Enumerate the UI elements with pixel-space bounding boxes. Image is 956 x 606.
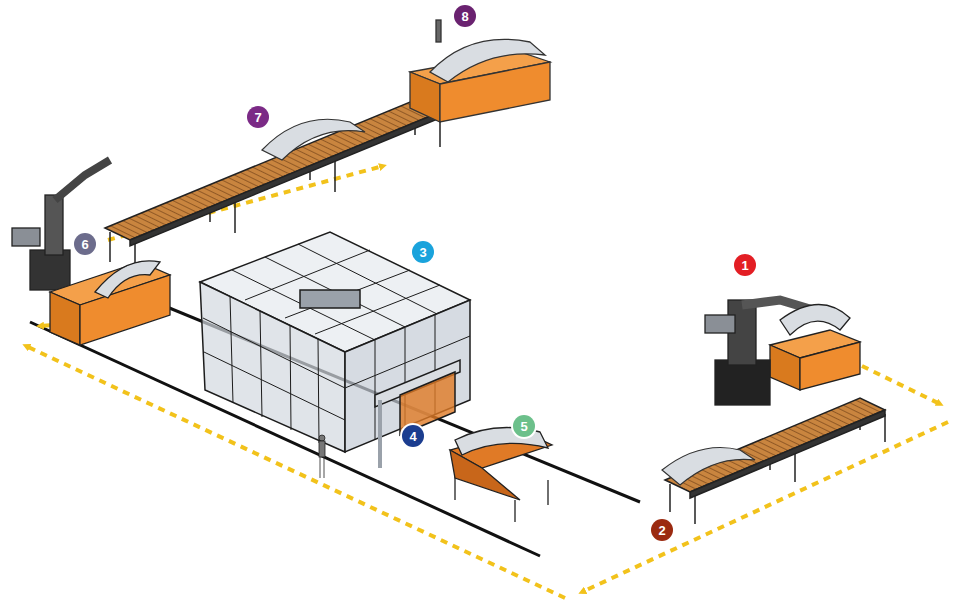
callout-number: 6 <box>81 238 88 251</box>
callout-number: 5 <box>520 420 527 433</box>
callout-circle: 2 <box>651 519 673 541</box>
callout-circle: 5 <box>513 415 535 437</box>
callout-circle: 7 <box>247 106 269 128</box>
callout-number: 8 <box>461 10 468 23</box>
callout-circle: 1 <box>734 254 756 276</box>
callout-circle: 8 <box>454 5 476 27</box>
callout-circle: 4 <box>402 425 424 447</box>
callout-circle: 3 <box>412 241 434 263</box>
callout-number: 7 <box>254 111 261 124</box>
callout-circle: 6 <box>74 233 96 255</box>
callout-number: 3 <box>419 246 426 259</box>
callout-number: 1 <box>741 259 748 272</box>
callout-number: 4 <box>409 430 416 443</box>
callout-number: 2 <box>658 524 665 537</box>
